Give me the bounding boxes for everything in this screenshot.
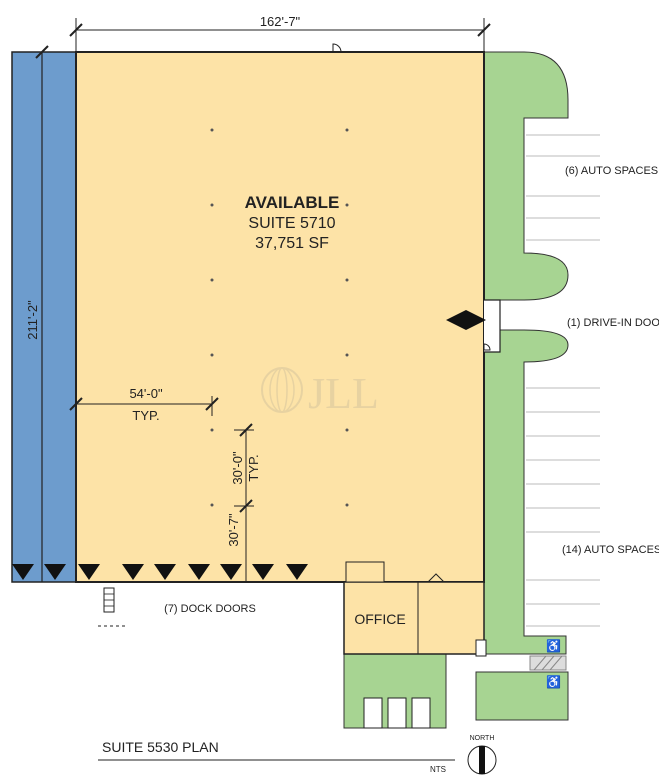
- warehouse-area: [75, 51, 485, 583]
- plan-title: SUITE 5530 PLAN: [102, 739, 219, 755]
- door-swing: [332, 43, 342, 53]
- dock-door-icon: [12, 564, 34, 580]
- bay-width-dimension: 54'-0": [129, 386, 163, 401]
- office-parking: [363, 697, 431, 729]
- landscape-area-2: [483, 329, 569, 655]
- accessible-parking-icon: ♿: [546, 675, 561, 689]
- dock-doors-label: (7) DOCK DOORS: [164, 603, 256, 615]
- drive-in-opening: [484, 299, 501, 353]
- auto-spaces-south-label: (14) AUTO SPACES: [562, 544, 659, 556]
- first-bay-depth-dimension: 30'-7": [226, 513, 241, 547]
- dock-doors: [12, 564, 308, 580]
- dock-door-icon: [122, 564, 144, 580]
- dock-door-icon: [188, 564, 210, 580]
- suite-area: 37,751 SF: [255, 235, 329, 252]
- nts-label: NTS: [430, 765, 446, 774]
- drive-in-door-icon: [446, 310, 486, 330]
- north-label: NORTH: [470, 735, 495, 742]
- depth-dimension: 211'-2": [25, 300, 40, 340]
- north-arrow-icon: NORTH: [467, 735, 497, 775]
- landscape-area: [483, 51, 569, 301]
- jll-logo-icon: JLL: [261, 367, 379, 418]
- watermark-text: JLL: [308, 369, 379, 418]
- office-label: OFFICE: [354, 611, 405, 627]
- dock-door-icon: [154, 564, 176, 580]
- column-grid: [210, 128, 349, 507]
- bay-depth-dimension: 30'-0": [230, 451, 245, 485]
- drive-in-door-label: (1) DRIVE-IN DOOR: [567, 317, 659, 329]
- office-area: [343, 581, 485, 655]
- width-dimension: 162'-7": [260, 14, 301, 29]
- dock-door-icon: [252, 564, 274, 580]
- dock-door-icon: [286, 564, 308, 580]
- dock-door-icon: [220, 564, 242, 580]
- accessible-parking-icon: ♿: [546, 639, 561, 653]
- suite-name: SUITE 5710: [248, 215, 335, 232]
- parking-stalls: [526, 134, 600, 627]
- dock-door-icon: [44, 564, 66, 580]
- adjacent-suite: [11, 51, 77, 583]
- vestibule: [345, 561, 385, 583]
- bay-width-note: TYP.: [132, 408, 159, 423]
- auto-spaces-north-label: (6) AUTO SPACES: [565, 165, 658, 177]
- bay-depth-note: TYP.: [246, 454, 261, 481]
- dock-door-icon: [78, 564, 100, 580]
- suite-status: AVAILABLE: [245, 193, 340, 212]
- landscape-area-3: [475, 671, 569, 721]
